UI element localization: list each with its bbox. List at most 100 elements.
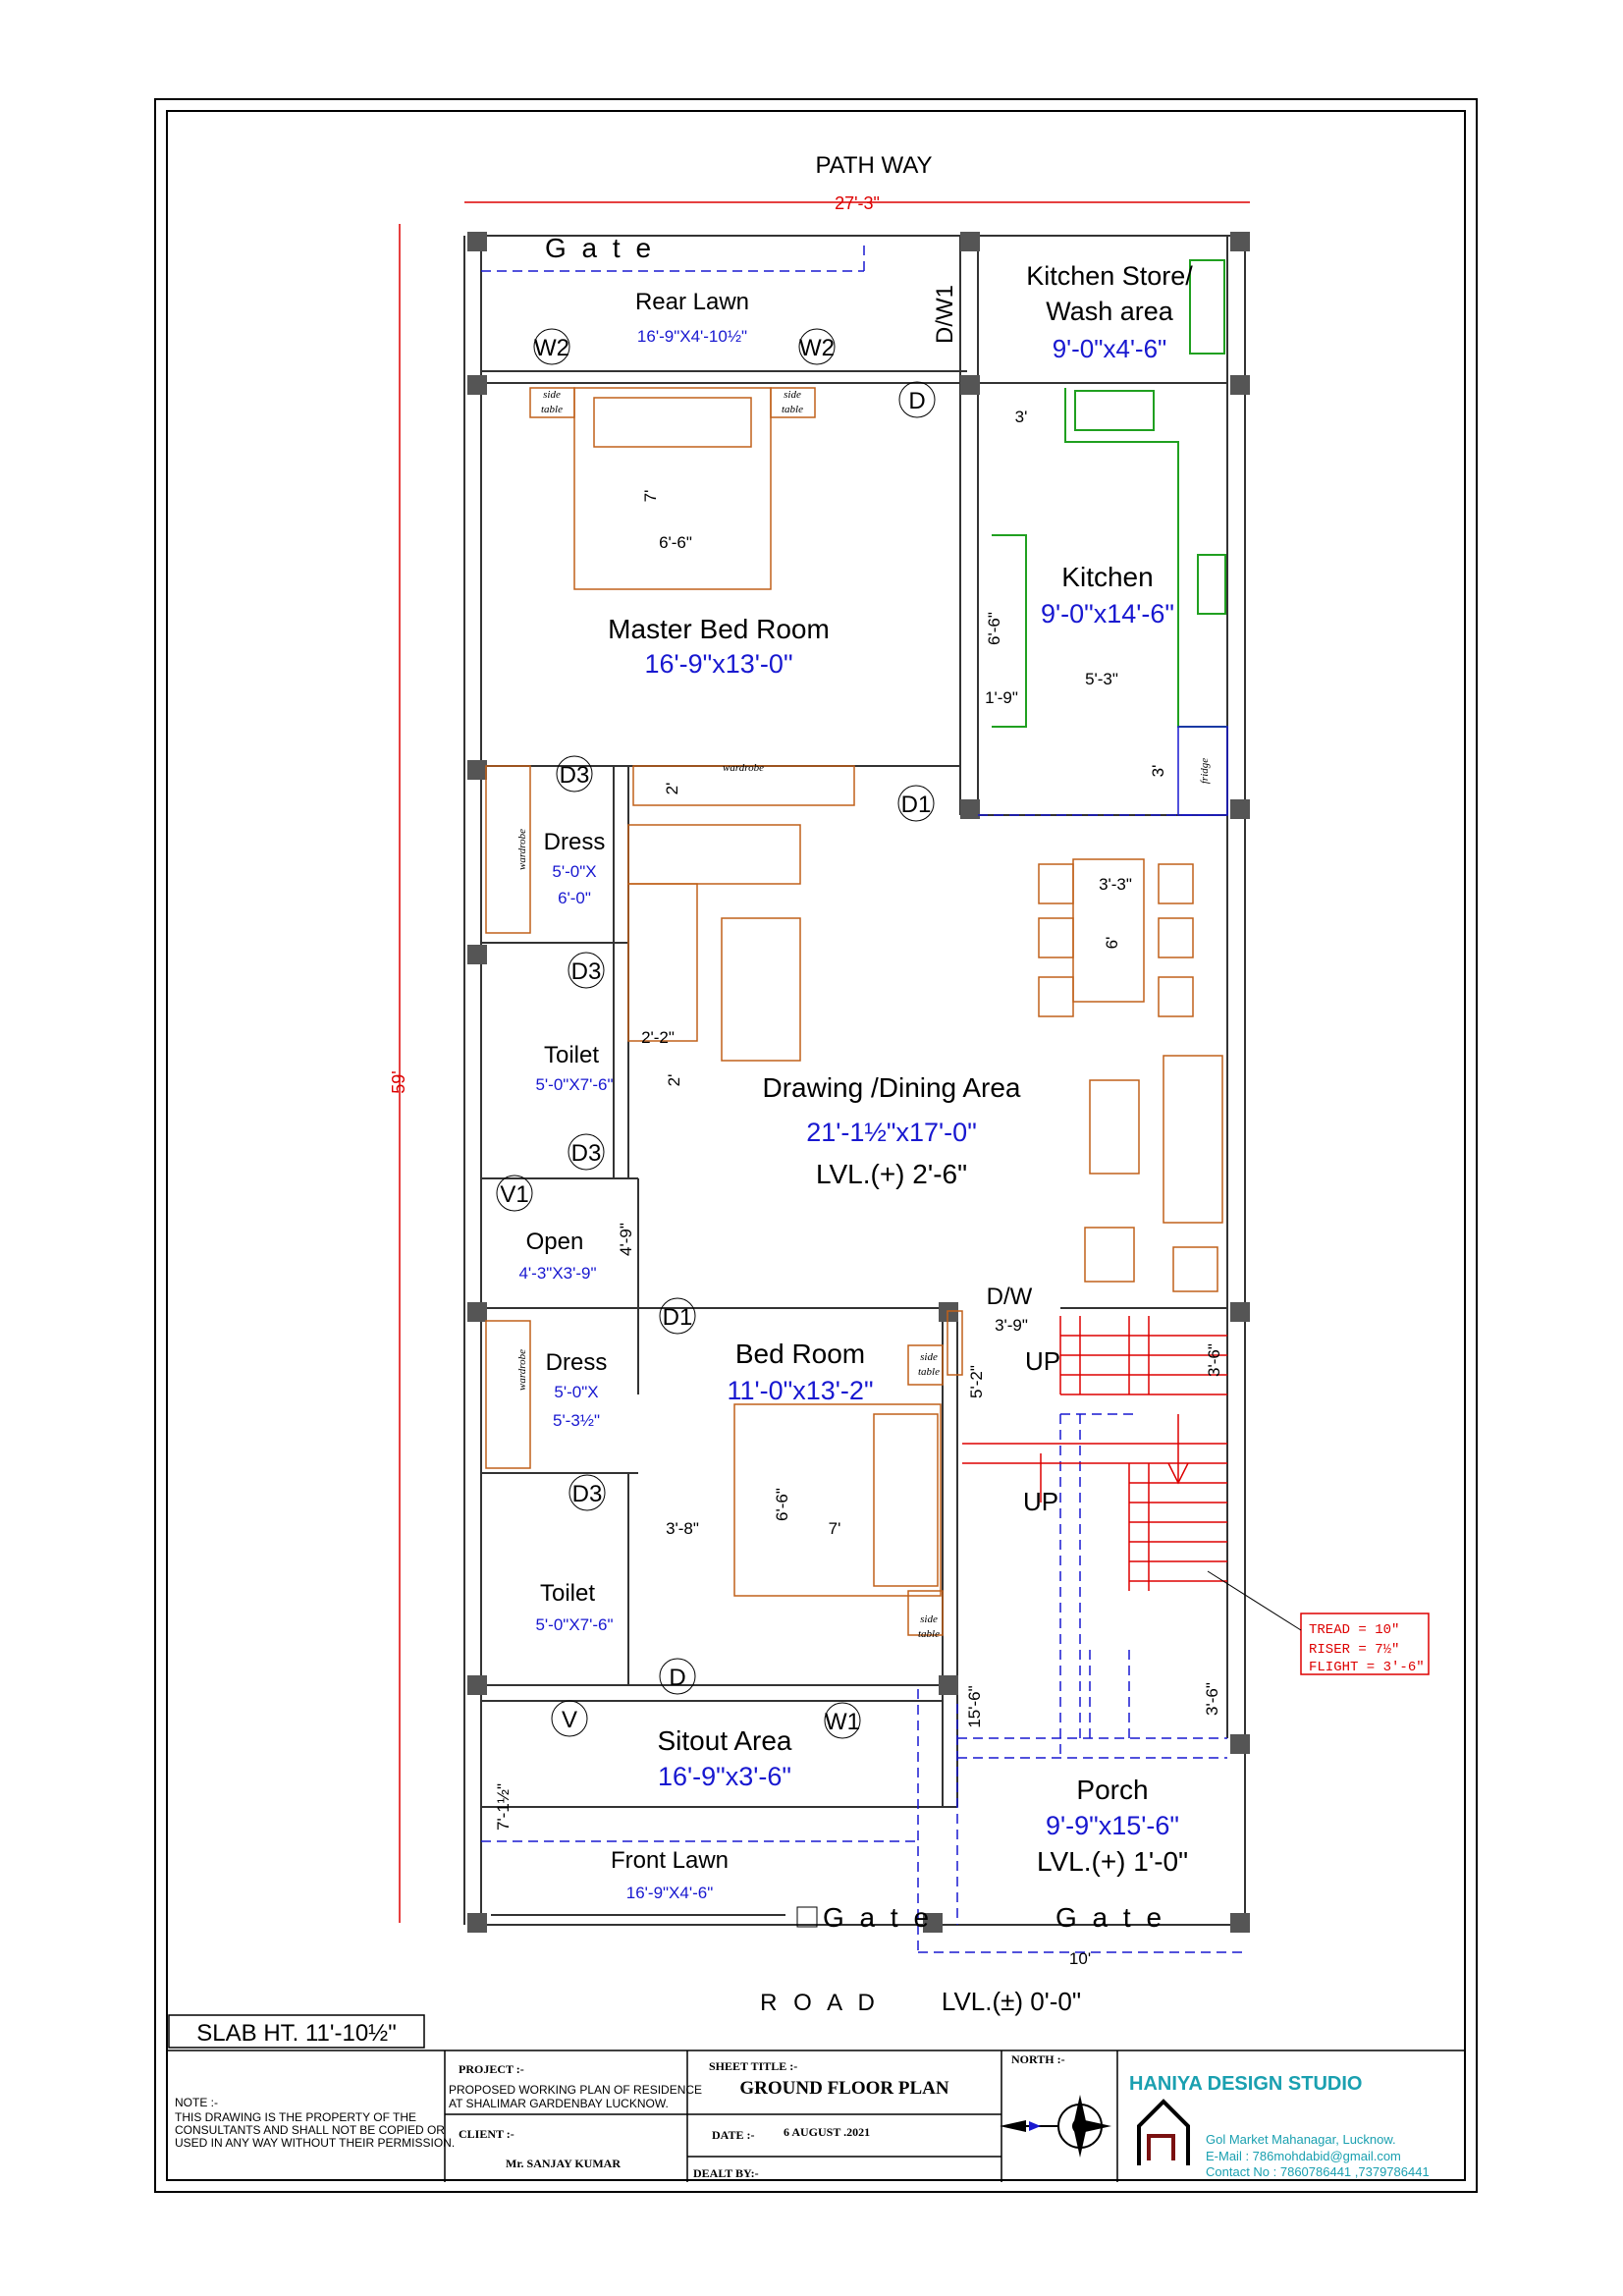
svg-text:3'-6": 3'-6" [1205, 1343, 1223, 1377]
svg-text:NOTE :-: NOTE :- [175, 2096, 218, 2109]
svg-text:W2: W2 [799, 335, 835, 361]
svg-text:PROJECT :-: PROJECT :- [459, 2062, 524, 2076]
walls [463, 235, 1246, 1926]
fridge-box [1177, 726, 1228, 816]
svg-text:3'-9": 3'-9" [995, 1316, 1028, 1335]
stair-up-label-1: UP [1025, 1346, 1060, 1376]
toilet1-size: 5'-0"X7'-6" [535, 1075, 613, 1094]
bed-name: Bed Room [735, 1339, 865, 1369]
svg-text:NORTH :-: NORTH :- [1011, 2052, 1065, 2066]
kitchen-name: Kitchen [1061, 562, 1153, 592]
dress2-size1: 5'-0"X [554, 1383, 598, 1401]
studio-name: HANIYA DESIGN STUDIO [1129, 2073, 1362, 2095]
gate-post [796, 1906, 818, 1928]
svg-text:GROUND FLOOR PLAN: GROUND FLOOR PLAN [739, 2078, 949, 2099]
rear-gate-label: G a t e [545, 233, 655, 263]
svg-text:3'-6": 3'-6" [1203, 1682, 1221, 1716]
sheet-border [154, 98, 1478, 2193]
svg-text:V1: V1 [500, 1181, 528, 1208]
svg-text:2': 2' [665, 1074, 683, 1087]
svg-text:side: side [784, 389, 801, 401]
svg-text:V: V [562, 1707, 577, 1733]
svg-text:wardrobe: wardrobe [516, 829, 528, 870]
svg-text:table: table [541, 404, 563, 415]
svg-text:2'-2": 2'-2" [641, 1028, 675, 1047]
svg-text:6'-6": 6'-6" [985, 612, 1003, 645]
sitout-name: Sitout Area [658, 1725, 792, 1756]
front-gate-label: G a t e [823, 1902, 933, 1933]
sitout-size: 16'-9"x3'-6" [658, 1762, 791, 1791]
svg-text:AT SHALIMAR GARDENBAY LUCKNOW.: AT SHALIMAR GARDENBAY LUCKNOW. [449, 2097, 669, 2110]
drawing-level: LVL.(+) 2'-6" [816, 1159, 967, 1189]
svg-text:6'-6": 6'-6" [659, 533, 692, 552]
svg-text:7'-1½": 7'-1½" [494, 1783, 513, 1831]
dress2-name: Dress [546, 1349, 608, 1376]
dress1-size2: 6'-0" [558, 889, 591, 907]
stair-tread: TREAD = 10" [1309, 1622, 1399, 1638]
svg-text:PROPOSED WORKING PLAN OF RESI: PROPOSED WORKING PLAN OF RESIDENCE [449, 2083, 702, 2097]
svg-text:6 AUGUST .2021: 6 AUGUST .2021 [784, 2125, 870, 2139]
open-name: Open [526, 1229, 584, 1255]
studio-contact: Contact No : 7860786441 ,7379786441 [1206, 2164, 1430, 2179]
slab-height: SLAB HT. 11'-10½" [196, 2020, 396, 2047]
rear-lawn-size: 16'-9"X4'-10½" [637, 327, 747, 346]
stair-note-box [1300, 1613, 1430, 1675]
svg-text:D: D [669, 1665, 685, 1691]
toilet1-name: Toilet [544, 1042, 599, 1068]
master-bed-size: 16'-9"x13'-0" [644, 649, 792, 679]
slab-box [168, 2014, 425, 2049]
svg-text:CONSULTANTS AND SHALL NOT BE C: CONSULTANTS AND SHALL NOT BE COPIED OR [175, 2123, 445, 2137]
svg-text:CLIENT :-: CLIENT :- [459, 2127, 514, 2141]
staircase [962, 1316, 1227, 1591]
kitchen-store-name-1: Kitchen Store/ [1026, 261, 1193, 291]
toilet2-size: 5'-0"X7'-6" [535, 1615, 613, 1634]
stair-up-label-2: UP [1023, 1487, 1058, 1516]
road-level: LVL.(±) 0'-0" [942, 1987, 1081, 2016]
svg-text:W1: W1 [825, 1709, 860, 1735]
svg-text:3'-3": 3'-3" [1099, 875, 1132, 894]
svg-text:D3: D3 [571, 1140, 602, 1167]
front-lawn-size: 16'-9"X4'-6" [626, 1884, 714, 1902]
rear-lawn-name: Rear Lawn [635, 289, 749, 315]
stair-riser: RISER = 7½" [1309, 1642, 1399, 1658]
svg-text:side: side [920, 1351, 938, 1363]
road-label: R O A D [760, 1990, 880, 2016]
drawing-size: 21'-1½"x17'-0" [806, 1118, 977, 1147]
dress1-size1: 5'-0"X [552, 862, 596, 881]
svg-text:15'-6": 15'-6" [965, 1685, 984, 1727]
title-texts: NOTE :- THIS DRAWING IS THE PROPERTY OF … [175, 2052, 1065, 2180]
svg-text:Mr. SANJAY KUMAR: Mr. SANJAY KUMAR [506, 2157, 621, 2170]
svg-text:SHEET TITLE :-: SHEET TITLE :- [709, 2059, 797, 2073]
kitchen-store-size: 9'-0"x4'-6" [1053, 334, 1167, 363]
svg-text:5'-3": 5'-3" [1085, 670, 1118, 688]
svg-text:10': 10' [1069, 1949, 1091, 1968]
svg-text:3': 3' [1015, 408, 1028, 426]
svg-text:wardrobe: wardrobe [723, 762, 764, 774]
stair-flight: FLIGHT = 3'-6" [1309, 1660, 1425, 1675]
svg-text:7': 7' [641, 490, 660, 503]
svg-text:W2: W2 [534, 335, 569, 361]
dw-label: D/W [987, 1284, 1033, 1310]
svg-text:D1: D1 [901, 792, 932, 818]
svg-text:7': 7' [829, 1519, 841, 1538]
north-compass-icon [1000, 2095, 1111, 2158]
blue-dashed-lines [481, 246, 1245, 1953]
door-tags: W2 W2 D D3 D1 D3 D3 V1 D1 D3 D V W1 [496, 328, 936, 1739]
bed-size: 11'-0"x13'-2" [727, 1376, 873, 1405]
svg-text:6'-6": 6'-6" [773, 1488, 791, 1521]
svg-text:D3: D3 [571, 958, 602, 985]
svg-text:THIS DRAWING IS THE PROPERTY O: THIS DRAWING IS THE PROPERTY OF THE [175, 2110, 416, 2124]
drawing-name: Drawing /Dining Area [762, 1072, 1020, 1103]
svg-text:6': 6' [1103, 937, 1121, 950]
stair-leader [1207, 1570, 1302, 1631]
dress2-size2: 5'-3½" [553, 1411, 600, 1430]
width-dim: 27'-3" [835, 193, 880, 213]
svg-text:table: table [918, 1366, 940, 1378]
title-block [167, 2050, 1465, 2182]
svg-text:1'-9": 1'-9" [985, 688, 1018, 707]
svg-text:D1: D1 [663, 1304, 693, 1331]
svg-text:4'-9": 4'-9" [617, 1223, 635, 1256]
porch-level: LVL.(+) 1'-0" [1037, 1846, 1188, 1877]
svg-text:side: side [920, 1613, 938, 1625]
